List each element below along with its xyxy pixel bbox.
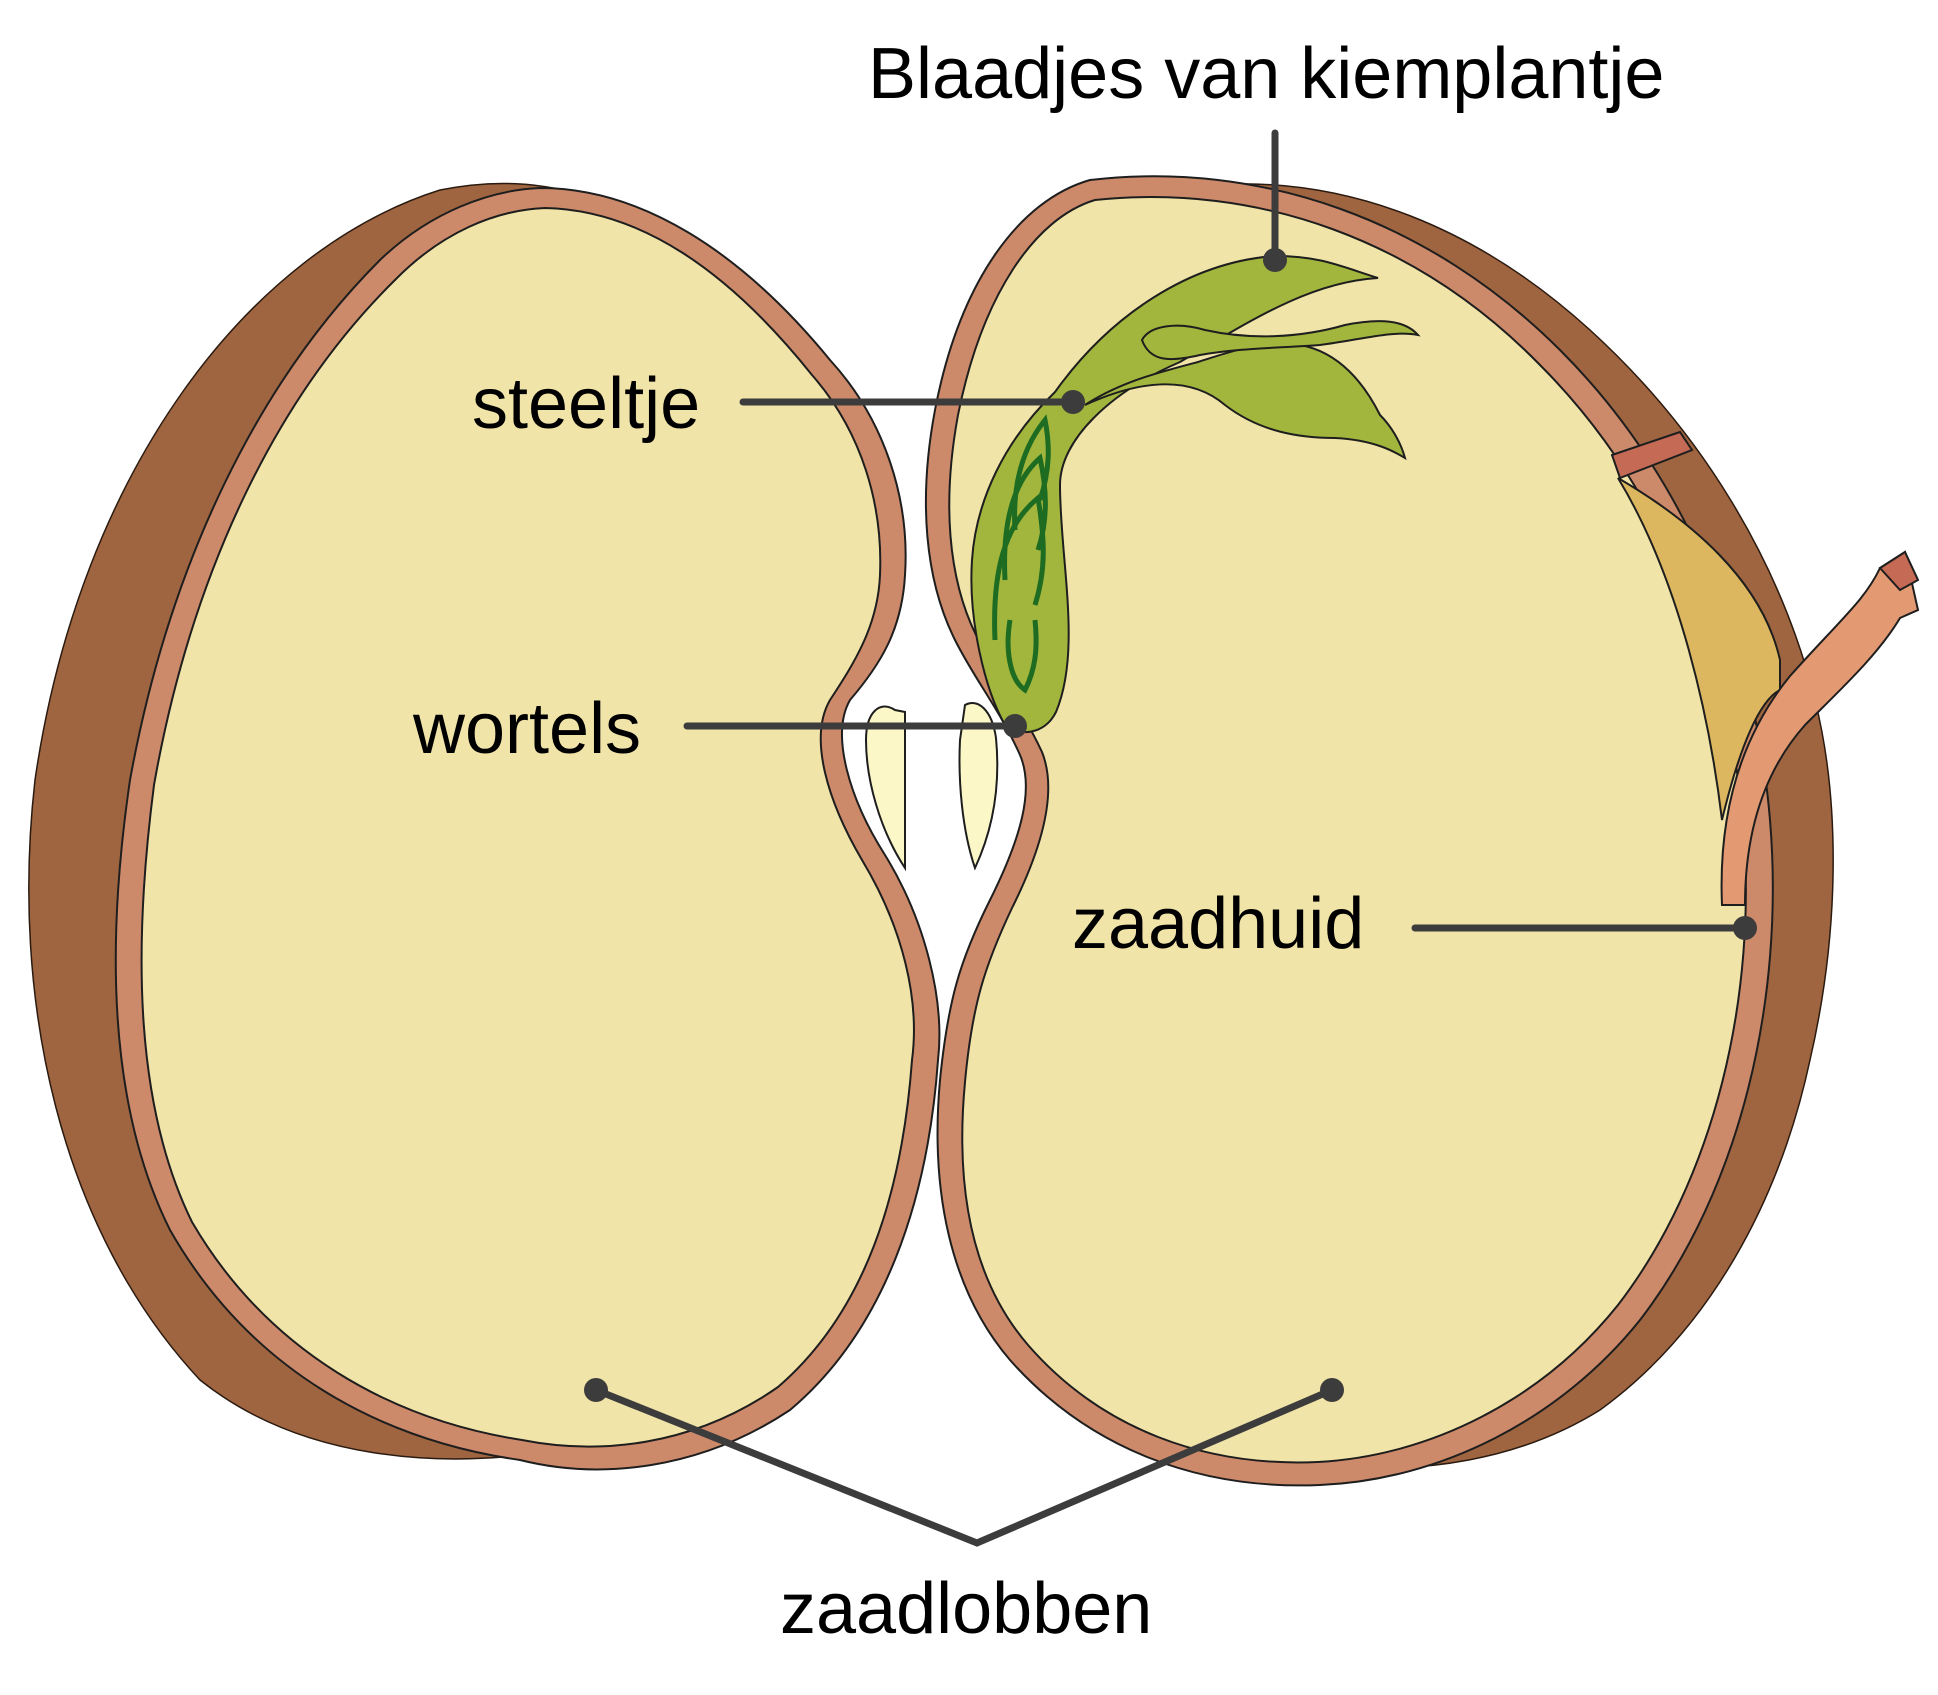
seed-coat-cutaway: [1610, 430, 1920, 906]
right-radicle: [958, 702, 999, 871]
right-cotyledon: [924, 175, 1834, 1487]
dot-cotyledon-left: [584, 1378, 608, 1402]
dot-roots: [1003, 714, 1027, 738]
leader-dots: [584, 248, 1757, 1402]
label-seedling-leaves: Blaadjes van kiemplantje: [868, 34, 1665, 114]
label-roots: wortels: [413, 689, 642, 769]
label-seed-coat: zaadhuid: [1072, 884, 1365, 964]
dot-leaves: [1263, 248, 1287, 272]
embryo-stem-body: [970, 254, 1379, 734]
embryo-vein-4: [1005, 619, 1039, 694]
embryo-leaf-lower: [1084, 342, 1407, 461]
leader-line-cotyledons: [592, 1386, 1336, 1547]
peeled-coat-strip: [1720, 550, 1920, 906]
label-stem: steeltje: [472, 364, 701, 444]
coat-cut-edge: [1610, 430, 1694, 480]
embryo-vein-3: [992, 493, 1046, 641]
peeled-coat-tip: [1878, 550, 1920, 592]
left-radicle: [864, 705, 906, 872]
label-cotyledons: zaadlobben: [780, 1569, 1153, 1649]
dot-stem: [1061, 390, 1085, 414]
embryo-leaf-upper: [1140, 320, 1421, 361]
leader-lines: [592, 129, 1749, 1547]
coat-gap: [1617, 477, 1781, 821]
left-cotyledon: [28, 182, 941, 1471]
dot-cotyledon-right: [1320, 1378, 1344, 1402]
dot-coat: [1733, 916, 1757, 940]
embryo: [970, 254, 1421, 734]
embryo-vein-2: [1002, 453, 1048, 581]
left-cotyledon-flesh: [140, 206, 915, 1448]
